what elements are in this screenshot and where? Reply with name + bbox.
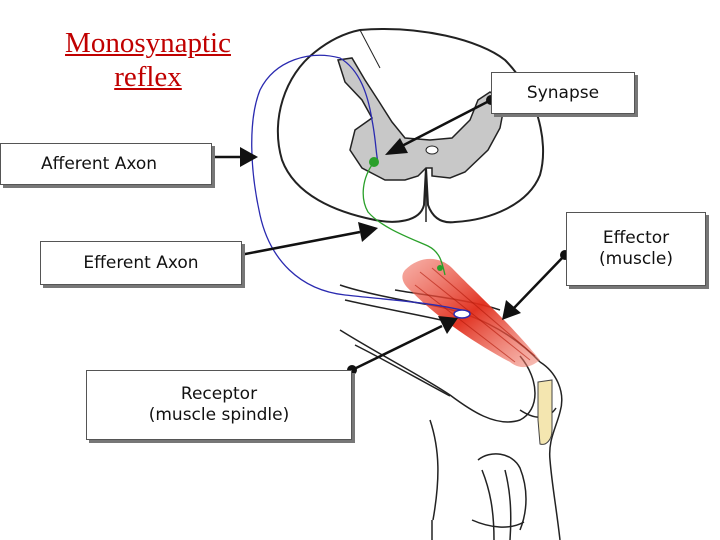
muscle-fibers <box>414 267 536 363</box>
diagram-title: Monosynaptic reflex <box>28 26 268 94</box>
effector-label-line-1: Effector <box>602 228 670 248</box>
receptor-label-box: Receptor (muscle spindle) <box>86 370 352 440</box>
synapse-label-box: Synapse <box>491 72 635 114</box>
afferent-pointer <box>205 147 258 167</box>
effector-label-line-2: (muscle) <box>599 249 673 269</box>
efferent-axon <box>362 161 446 276</box>
spinal-cord-outline <box>276 28 544 224</box>
afferent-label: Afferent Axon <box>41 153 158 174</box>
afferent-label-box: Afferent Axon <box>0 143 212 185</box>
efferent-pointer <box>235 222 378 260</box>
title-line-2: reflex <box>114 61 182 93</box>
afferent-axon <box>251 54 471 313</box>
dorsal-septum <box>359 29 381 69</box>
receptor-spindle <box>453 309 471 319</box>
effector-label-box: Effector (muscle) <box>566 212 706 286</box>
title-line-1: Monosynaptic <box>65 27 231 59</box>
synapse-label: Synapse <box>526 82 600 103</box>
patellar-tendon <box>537 379 553 445</box>
spinal-cord <box>276 28 544 224</box>
effector-pointer <box>502 250 570 320</box>
gray-matter <box>337 57 506 181</box>
receptor-label-line-2: (muscle spindle) <box>148 405 290 425</box>
efferent-label: Efferent Axon <box>83 252 199 273</box>
central-canal <box>425 145 439 155</box>
receptor-label-line-1: Receptor <box>180 384 258 404</box>
neuromuscular-junction <box>437 265 443 271</box>
efferent-label-box: Efferent Axon <box>40 241 242 285</box>
